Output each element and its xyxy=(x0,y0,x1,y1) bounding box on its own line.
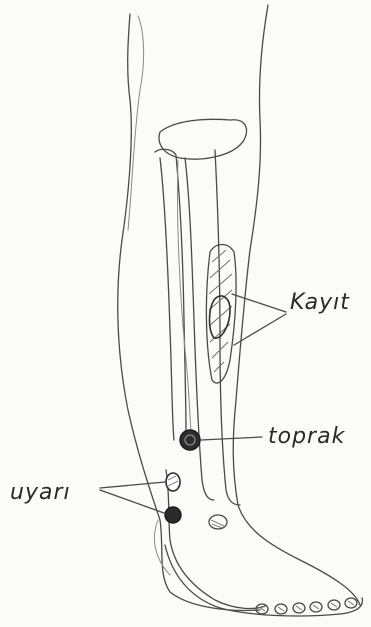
ground-electrode xyxy=(180,430,200,450)
toes xyxy=(256,598,357,614)
label-toprak: toprak xyxy=(268,424,345,449)
stimulation-electrode-upper xyxy=(166,473,180,491)
stimulation-electrode-lower xyxy=(165,507,181,523)
uyari-leader-lines xyxy=(100,482,165,513)
fibula-bone xyxy=(155,149,186,440)
calf-muscle xyxy=(206,245,236,384)
toprak-leader-line xyxy=(201,437,262,440)
knee-cap xyxy=(159,119,246,159)
leg-outer-contour-left-2 xyxy=(128,16,144,230)
label-uyari: uyarı xyxy=(10,480,71,505)
label-kayit: Kayıt xyxy=(290,290,350,315)
foot-sole xyxy=(165,545,362,616)
malleolus xyxy=(209,515,227,529)
malleolus-shading xyxy=(211,520,224,528)
ankle-contour xyxy=(166,470,265,608)
kayit-leader-lines xyxy=(232,294,286,345)
tibia-bone xyxy=(185,150,240,505)
leg-outer-contour-left xyxy=(118,14,260,610)
